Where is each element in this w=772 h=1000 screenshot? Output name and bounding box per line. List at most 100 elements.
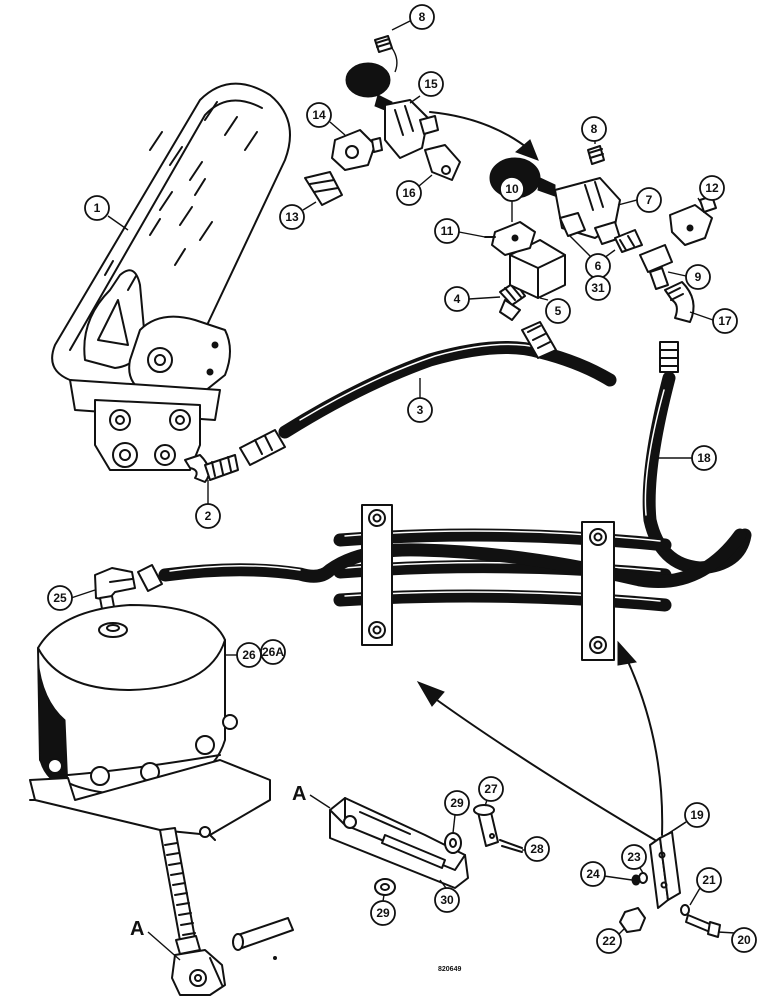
callout-label: 29: [450, 796, 464, 810]
callout-label: 26: [242, 648, 256, 662]
callout-label: 14: [312, 108, 326, 122]
callout-label: 6: [595, 259, 602, 273]
brake-chamber-26: [37, 604, 238, 796]
callout-6: 6: [569, 235, 616, 279]
callout-label: 27: [484, 782, 498, 796]
fitting-14: [331, 129, 383, 171]
callout-12: 12: [697, 175, 725, 206]
callout-label: 11: [441, 224, 454, 238]
view-label: A: [292, 783, 306, 805]
callout-label: 10: [505, 182, 519, 196]
callout-1: 1: [84, 195, 129, 231]
callout-label: 18: [697, 451, 711, 465]
callout-14: 14: [306, 102, 346, 136]
view-a-label-rod: A: [130, 918, 181, 961]
callout-26A: 26A: [260, 639, 286, 665]
callout-25: 25: [47, 585, 96, 611]
hose-25-run: [137, 528, 747, 592]
callout-label: 3: [417, 403, 424, 417]
callout-label: 4: [454, 292, 461, 306]
cotter-pin-28: [499, 839, 523, 853]
pressure-switch-10: [484, 221, 536, 256]
callout-label: 15: [424, 77, 438, 91]
elbow-fitting-2: [184, 454, 239, 483]
callout-8-right: 8: [581, 116, 607, 144]
callout-label: 12: [705, 181, 719, 195]
callout-18: 18: [658, 445, 717, 471]
slack-adjuster-lever: [329, 797, 469, 889]
nut-24: [631, 874, 641, 886]
callout-15: 15: [409, 71, 444, 104]
callout-21: 21: [689, 867, 722, 906]
callout-11: 11: [434, 218, 486, 244]
direction-arrow-left: [416, 681, 656, 841]
callout-27: 27: [478, 776, 504, 807]
callout-8-top: 8: [391, 4, 435, 31]
callout-label: 7: [646, 193, 653, 207]
callout-label: 22: [602, 934, 616, 948]
callout-label: 17: [718, 314, 732, 328]
mounting-bracket-19: [649, 831, 681, 909]
bracket-clamp-right: [581, 521, 615, 661]
clevis-yoke: [171, 949, 226, 996]
callout-label: 26A: [262, 645, 284, 659]
callout-label: 2: [205, 509, 212, 523]
callout-13: 13: [279, 201, 317, 230]
callout-31: 31: [585, 275, 611, 301]
block-5: [509, 239, 566, 299]
callout-17: 17: [689, 308, 738, 334]
plug-8-top: [374, 35, 398, 73]
fitting-13: [304, 171, 343, 206]
chamber-mount-plate: [29, 759, 271, 841]
callout-label: 1: [94, 201, 101, 215]
callout-9: 9: [667, 264, 711, 290]
callout-label: 20: [737, 933, 751, 947]
callout-label: 25: [53, 591, 67, 605]
callout-label: 21: [702, 873, 716, 887]
callout-label: 19: [690, 808, 704, 822]
fitting-6: [614, 229, 643, 253]
callout-24: 24: [580, 861, 633, 887]
direction-arrow-right: [617, 640, 664, 836]
callout-label: 8: [591, 122, 598, 136]
fitting-16: [424, 144, 461, 181]
push-rod: [159, 827, 201, 958]
drawing-number: 820649: [438, 966, 461, 973]
callout-19: 19: [665, 802, 710, 836]
callout-22: 22: [596, 927, 626, 954]
view-label: A: [130, 918, 144, 940]
clevis-pin: [232, 917, 294, 960]
callout-7: 7: [617, 187, 662, 213]
switch-12: [669, 195, 717, 246]
view-a-label-lever: A: [292, 783, 331, 809]
washer-21: [680, 904, 690, 916]
park-brake-valve-15: [345, 62, 439, 159]
callout-28: 28: [522, 836, 550, 862]
callout-16: 16: [396, 174, 433, 206]
pin-27: [473, 804, 499, 847]
callout-4: 4: [444, 286, 501, 312]
callout-label: 30: [440, 893, 454, 907]
callout-label: 23: [627, 850, 641, 864]
hose-3: [239, 341, 617, 466]
callout-10: 10: [499, 176, 525, 222]
callout-30: 30: [434, 879, 460, 913]
callout-3: 3: [407, 378, 433, 423]
callout-20: 20: [717, 927, 757, 953]
brake-valve-body: [69, 315, 231, 471]
bolt-20: [685, 914, 721, 938]
callout-29-bottom: 29: [370, 894, 396, 926]
callout-2: 2: [195, 480, 221, 529]
fitting-hose-end: [521, 321, 557, 359]
nut-22: [619, 907, 646, 933]
callout-23: 23: [621, 844, 647, 874]
washer-29-top: [444, 832, 462, 854]
callout-5: 5: [539, 297, 571, 324]
callout-label: 5: [555, 304, 562, 318]
callout-label: 29: [376, 906, 390, 920]
callout-label: 9: [695, 270, 702, 284]
callout-26: 26: [225, 642, 262, 668]
callout-29-top: 29: [444, 790, 470, 834]
callout-label: 8: [419, 10, 426, 24]
bracket-clamp-left: [361, 504, 393, 646]
